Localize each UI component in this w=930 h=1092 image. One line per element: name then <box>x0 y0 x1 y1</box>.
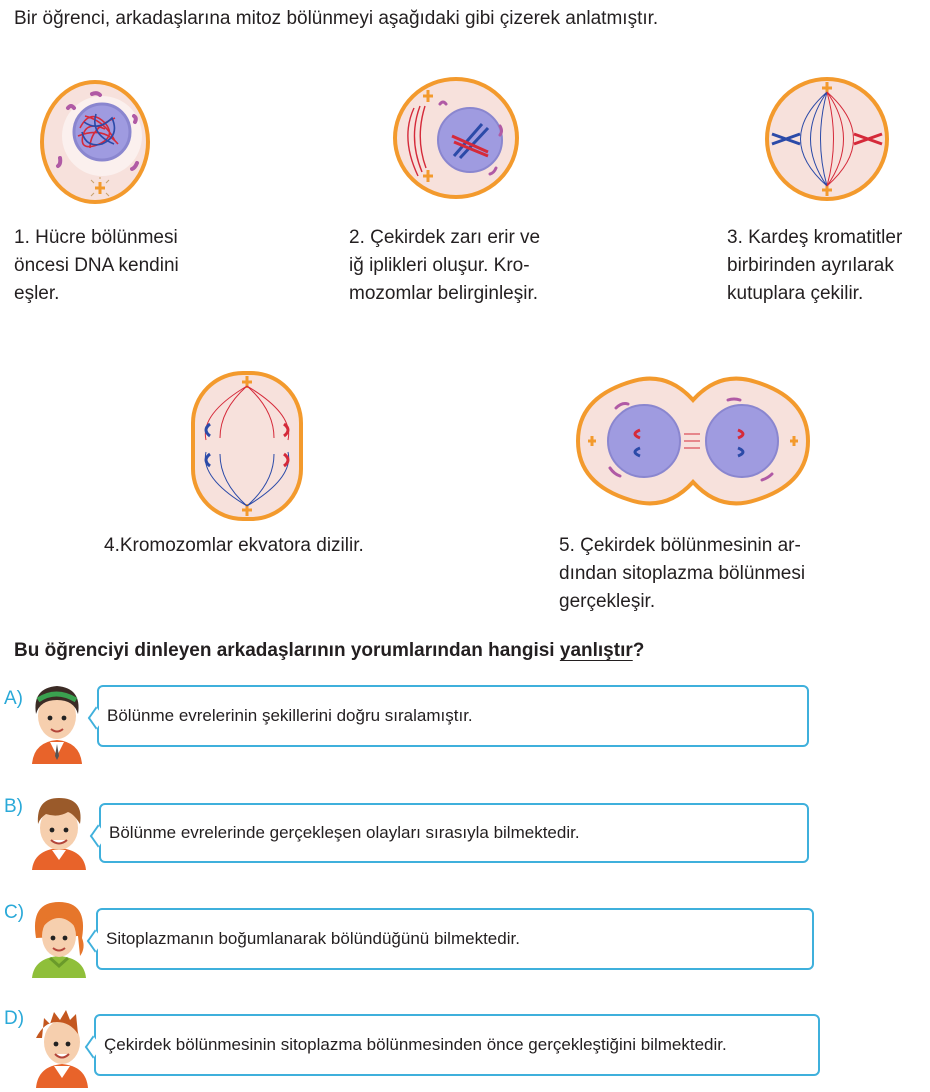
student-a-avatar <box>32 686 82 764</box>
option-d-comment-bubble[interactable]: Çekirdek bölünmesinin sitoplazma bölünme… <box>84 1014 820 1076</box>
cell-stage-3-illustration <box>765 77 889 201</box>
option-b-letter: B) <box>4 796 23 817</box>
option-d-text: Çekirdek bölünmesinin sitoplazma bölünme… <box>104 1035 727 1054</box>
option-a-letter: A) <box>4 688 23 709</box>
cell-stage-4-illustration <box>191 371 303 521</box>
student-d-avatar <box>36 1010 88 1088</box>
question-text: Bu öğrenciyi dinleyen arkadaşlarının yor… <box>14 640 645 661</box>
cell-stage-2-illustration <box>393 77 519 199</box>
option-c-text: Sitoplazmanın boğumlanarak bölündüğünü b… <box>106 929 520 948</box>
option-b-comment-bubble[interactable]: Bölünme evrelerinde gerçekleşen olayları… <box>89 803 809 863</box>
student-b-avatar <box>32 798 86 870</box>
stage-5-caption: 5. Çekirdek bölünmesinin ar- dından sito… <box>559 535 806 612</box>
option-a-comment-bubble[interactable]: Bölünme evrelerinin şekillerini doğru sı… <box>87 685 809 747</box>
student-c-avatar <box>32 902 86 978</box>
option-b-text: Bölünme evrelerinde gerçekleşen olayları… <box>109 823 580 842</box>
option-d-letter: D) <box>4 1008 25 1029</box>
option-a-text: Bölünme evrelerinin şekillerini doğru sı… <box>107 706 473 725</box>
stage-2-caption: 2. Çekirdek zarı erir ve iğ iplikleri ol… <box>349 227 541 304</box>
option-c-letter: C) <box>4 902 25 923</box>
stage-1-caption: 1. Hücre bölünmesi öncesi DNA kendini eş… <box>14 227 179 304</box>
option-c-comment-bubble[interactable]: Sitoplazmanın boğumlanarak bölündüğünü b… <box>86 908 814 970</box>
stage-3-caption: 3. Kardeş kromatitler birbirinden ayrıla… <box>727 227 903 304</box>
cell-stage-5-illustration <box>575 376 811 506</box>
cell-stage-1-illustration <box>40 80 150 204</box>
stage-4-caption: 4.Kromozomlar ekvatora dizilir. <box>104 535 364 556</box>
intro-text: Bir öğrenci, arkadaşlarına mitoz bölünme… <box>14 8 659 29</box>
